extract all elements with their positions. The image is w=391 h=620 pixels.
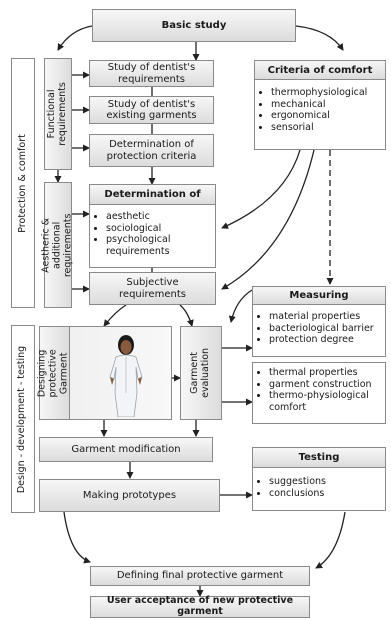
measuring-panel: Measuring material properties bacteriolo… — [252, 286, 386, 357]
garment-modification-label: Garment modification — [71, 443, 181, 455]
testing-list: suggestions conclusions — [257, 476, 326, 499]
arrow-measuring-to-eval — [228, 289, 253, 323]
protection-criteria-box: Determination of protection criteria — [89, 134, 214, 167]
functional-requirements-label: Functional requirements — [44, 58, 72, 170]
protection-comfort-text: Protection & comfort — [16, 133, 28, 233]
defining-final-box: Defining final protective garment — [90, 566, 310, 586]
designing-garment-label: Designing protective Garment — [37, 327, 70, 419]
measuring-item: material properties — [269, 311, 374, 323]
criteria-item: thermophysiological — [271, 87, 367, 99]
arrow-basic-to-criteria — [295, 25, 344, 51]
testing-title: Testing — [253, 448, 385, 468]
aesthetic-requirements-label: Aestheric & additional requirements — [40, 182, 74, 308]
testing-panel: Testing suggestions conclusions — [252, 447, 386, 511]
user-acceptance-box: User acceptance of new protective garmen… — [90, 595, 310, 618]
measuring-title: Measuring — [253, 287, 385, 305]
criteria-comfort-title: Criteria of comfort — [255, 61, 385, 80]
arrow-subj-to-design — [103, 304, 127, 327]
measuring-panel-2: thermal properties garment construction … — [252, 362, 386, 424]
designing-garment-text: Designing protective Garment — [37, 348, 70, 398]
subjective-requirements-box: Subjective requirements — [89, 272, 216, 305]
protection-criteria-label: Determination of protection criteria — [106, 139, 197, 162]
measuring-item: thermo-physiological comfort — [269, 390, 379, 413]
arrow-subj-to-eval — [179, 304, 194, 327]
dentist-figure-image — [109, 335, 143, 417]
measuring-item: garment construction — [269, 379, 379, 391]
design-development-text: Design - development - testing — [16, 345, 28, 493]
making-prototypes-label: Making prototypes — [82, 489, 177, 501]
criteria-comfort-list: thermophysiological mechanical ergonomic… — [259, 87, 367, 133]
arrow-criteria-to-subj — [221, 149, 315, 290]
garment-evaluation-box: Garment evaluation — [180, 326, 222, 420]
subjective-requirements-label: Subjective requirements — [119, 277, 186, 300]
arrow-testing-to-final — [315, 511, 346, 569]
garment-modification-box: Garment modification — [39, 437, 213, 462]
criteria-item: ergonomical — [271, 110, 367, 122]
measuring-item: protection degree — [269, 334, 374, 346]
basic-study-box: Basic study — [92, 9, 296, 42]
arrow-basic-to-left — [57, 25, 93, 51]
study-garments-label: Study of dentist's existing garments — [106, 98, 197, 122]
determination-item: aesthetic — [106, 211, 201, 223]
basic-study-label: Basic study — [161, 19, 227, 31]
criteria-comfort-panel: Criteria of comfort thermophysiological … — [254, 60, 386, 150]
defining-final-label: Defining final protective garment — [116, 570, 284, 582]
criteria-item: sensorial — [271, 122, 367, 134]
determination-item: psychological requirements — [106, 234, 201, 257]
study-garments-box: Study of dentist's existing garments — [89, 96, 214, 124]
determination-item: sociological — [106, 223, 201, 235]
determination-panel: Determination of aesthetic sociological … — [89, 184, 216, 268]
measuring-list-2: thermal properties garment construction … — [257, 367, 379, 413]
arrow-criteria-to-det — [221, 149, 301, 229]
study-requirements-label: Study of dentist's requirements — [107, 62, 196, 85]
study-requirements-box: Study of dentist's requirements — [89, 60, 214, 87]
criteria-item: mechanical — [271, 99, 367, 111]
measuring-item: thermal properties — [269, 367, 379, 379]
aesthetic-requirements-text: Aestheric & additional requirements — [40, 213, 74, 277]
testing-item: suggestions — [269, 476, 326, 488]
making-prototypes-box: Making prototypes — [39, 479, 220, 512]
measuring-item: bacteriological barrier — [269, 323, 374, 335]
design-development-label: Design - development - testing — [11, 325, 35, 513]
garment-evaluation-text: Garment evaluation — [189, 348, 211, 398]
testing-item: conclusions — [269, 488, 326, 500]
user-acceptance-label: User acceptance of new protective garmen… — [106, 595, 294, 617]
measuring-list-1: material properties bacteriological barr… — [257, 311, 374, 346]
protection-comfort-label: Protection & comfort — [11, 58, 35, 308]
functional-requirements-text: Functional requirements — [46, 82, 69, 146]
arrow-proto-to-final — [63, 511, 91, 564]
determination-list: aesthetic sociological psychological req… — [94, 211, 201, 257]
designing-garment-panel: Designing protective Garment — [37, 326, 172, 420]
determination-title: Determination of — [90, 185, 215, 205]
